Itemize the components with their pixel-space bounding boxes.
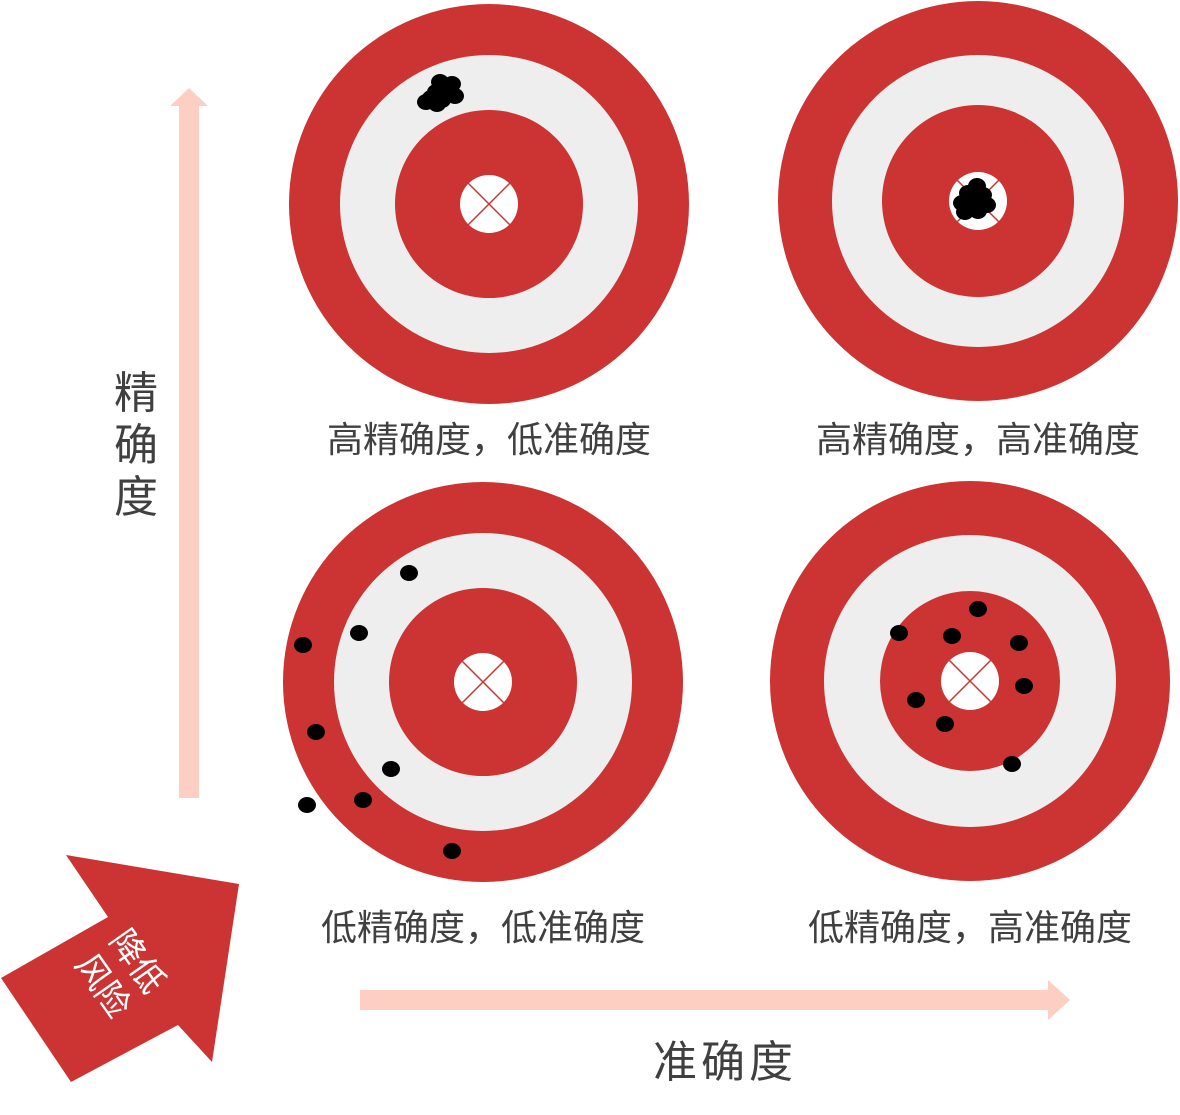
hit-mark bbox=[1003, 756, 1021, 772]
hit-mark bbox=[1010, 635, 1028, 651]
target-caption: 低精确度，低准确度 bbox=[321, 908, 645, 949]
target-caption: 高精确度，低准确度 bbox=[327, 420, 651, 461]
hit-mark bbox=[382, 761, 400, 777]
hit-mark bbox=[350, 625, 368, 641]
y-axis-label: 精 确 度 bbox=[114, 368, 158, 523]
target-top-left: 高精确度，低准确度 bbox=[289, 4, 689, 461]
hit-mark bbox=[354, 792, 372, 808]
y-axis-label-char-1: 精 bbox=[114, 368, 158, 419]
y-axis-label-char-3: 度 bbox=[114, 472, 158, 523]
hit-mark bbox=[1015, 678, 1033, 694]
reduce-risk-arrow bbox=[1, 855, 239, 1082]
hit-mark bbox=[969, 203, 987, 219]
y-axis-shaft bbox=[179, 106, 199, 798]
hit-mark bbox=[294, 637, 312, 653]
hit-mark bbox=[437, 82, 455, 98]
hit-mark bbox=[969, 601, 987, 617]
x-axis-arrow bbox=[360, 980, 1070, 1020]
hit-mark bbox=[307, 724, 325, 740]
y-axis-arrow bbox=[170, 88, 208, 798]
hit-mark bbox=[890, 625, 908, 641]
reduce-risk-badge: 降低 风险 bbox=[1, 855, 239, 1082]
x-axis-shaft bbox=[360, 990, 1050, 1010]
x-axis-arrowhead bbox=[1048, 980, 1070, 1020]
x-axis-label: 准确度 bbox=[653, 1037, 797, 1088]
hit-mark bbox=[443, 843, 461, 859]
y-axis-label-char-2: 确 bbox=[114, 420, 158, 471]
hit-mark bbox=[936, 716, 954, 732]
hit-mark bbox=[943, 628, 961, 644]
bullseye-cross-line bbox=[467, 182, 511, 226]
hit-mark bbox=[298, 797, 316, 813]
hit-mark bbox=[956, 204, 974, 220]
target-caption: 低精确度，高准确度 bbox=[808, 908, 1132, 949]
y-axis-arrowhead bbox=[170, 88, 208, 106]
target-bottom-left: 低精确度，低准确度 bbox=[283, 482, 683, 949]
target-top-right: 高精确度，高准确度 bbox=[778, 1, 1178, 461]
hit-mark bbox=[428, 96, 446, 112]
hit-mark bbox=[400, 565, 418, 581]
hit-mark bbox=[907, 692, 925, 708]
target-caption: 高精确度，高准确度 bbox=[816, 420, 1140, 461]
target-bottom-right: 低精确度，高准确度 bbox=[770, 481, 1170, 949]
bullseye-cross-line bbox=[948, 659, 992, 703]
bullseye-cross-line bbox=[461, 660, 505, 704]
